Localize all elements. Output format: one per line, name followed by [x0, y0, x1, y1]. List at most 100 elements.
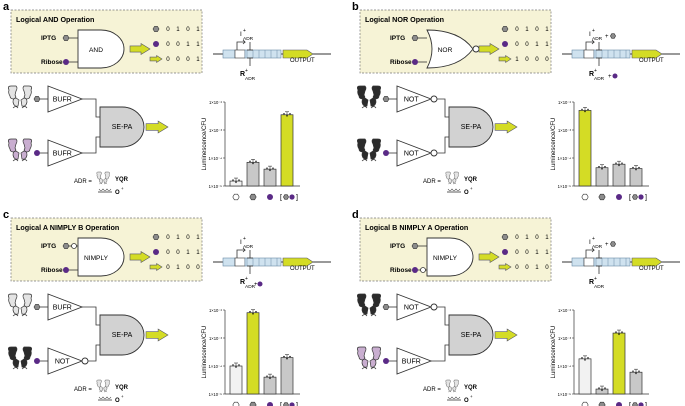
adr-legend-label: ADR = [423, 179, 441, 185]
protein-subunit [99, 386, 103, 392]
buffer-triangle [47, 293, 84, 321]
y-tick-label: 1×10⁻³ [558, 128, 572, 133]
i-sub: ADR [243, 36, 254, 42]
ribose-dot-icon [616, 194, 622, 200]
output-arrow-icon [129, 42, 151, 56]
grey-hex-icon [610, 241, 616, 247]
truth-value: 1 [525, 26, 529, 33]
ribose-dot-icon [63, 267, 69, 273]
truth-value: 0 [186, 26, 190, 33]
y-tick-label: 1×10⁻³ [558, 336, 572, 341]
data-point [269, 377, 271, 379]
bar [229, 365, 243, 395]
data-point [604, 387, 606, 389]
gene-block [593, 49, 631, 59]
sepa-label: SE-PA [461, 124, 482, 131]
y-axis-label: Luminescence/CFU [551, 326, 557, 379]
ribose-dot-icon [289, 194, 295, 200]
truth-value: 0 [525, 249, 529, 256]
operator-wave [98, 188, 112, 191]
truth-value: 0 [525, 41, 529, 48]
truth-value: 0 [525, 264, 529, 271]
panel-letter: d [352, 209, 359, 221]
r-label: R [589, 279, 594, 286]
iptg-hex-icon [598, 193, 606, 201]
data-point [635, 372, 637, 374]
sepa-gate [99, 106, 145, 148]
operator-box [583, 257, 595, 267]
panel-title: Logical B NIMPLY A Operation [365, 223, 468, 232]
data-point [249, 160, 251, 163]
data-point [581, 357, 583, 359]
protein-subunit [96, 379, 102, 388]
bracket: ] [645, 403, 647, 406]
truth-value: 1 [196, 234, 200, 241]
y-tick-label: 1×10⁻⁴ [558, 364, 572, 369]
i-label: I [240, 31, 242, 38]
ribose-dot-icon [63, 59, 69, 65]
adr-legend-label: ADR = [74, 179, 92, 185]
buffer-gate: NOT [396, 85, 438, 113]
r-label: R [240, 279, 245, 286]
bar [263, 376, 277, 395]
repressor-protein-2 [356, 346, 382, 370]
dna-curl [12, 367, 28, 370]
ribose-dot-icon [383, 358, 389, 364]
buffer-triangle [396, 85, 433, 113]
r-sub: ADR [245, 76, 256, 82]
data-point [601, 389, 603, 391]
bracket: ] [296, 403, 298, 406]
truth-value: 1 [196, 56, 200, 63]
operator-wave [98, 396, 112, 399]
truth-ribose-icon [153, 249, 159, 255]
adr-legend-icon [445, 379, 459, 393]
ribose-dot-icon [383, 150, 389, 156]
y-tick-label: 1×10⁻³ [209, 128, 223, 133]
data-point [621, 162, 623, 164]
dna-part [571, 49, 585, 59]
repressor-protein-1 [356, 293, 382, 317]
truth-value: 1 [196, 41, 200, 48]
purple-dot-icon [612, 73, 618, 79]
truth-ribose-icon [153, 41, 159, 47]
wire [437, 98, 449, 118]
none-hex-icon [232, 401, 240, 406]
i-sub: ADR [592, 244, 603, 250]
buffer-triangle [47, 139, 84, 167]
truth-iptg-icon [501, 26, 509, 32]
y-tick-label: 1×10⁻² [558, 100, 572, 105]
y-tick-label: 1×10⁻² [558, 308, 572, 313]
buffer-gate: BUFR [47, 293, 84, 321]
data-point [249, 311, 251, 313]
repressor-protein-2 [7, 346, 33, 370]
bracket: ] [296, 195, 298, 202]
protein-subunit [22, 293, 33, 308]
truth-value: 0 [166, 249, 170, 256]
truth-value: 1 [186, 249, 190, 256]
protein-subunit [20, 150, 28, 160]
i-sup: + [243, 28, 246, 34]
buffer-label: BUFR [53, 97, 72, 104]
sepa-gate [448, 106, 494, 148]
bar [280, 357, 294, 395]
data-point [235, 366, 237, 368]
y-tick-label: 1×10⁻⁵ [558, 184, 572, 189]
ribose-label: Ribose [41, 59, 63, 66]
truth-value: 1 [535, 249, 539, 256]
dna-part [571, 257, 585, 267]
truth-value: 0 [535, 234, 539, 241]
iptg-hex-icon [283, 194, 289, 200]
protein-subunit [103, 386, 108, 392]
buffer-label: NOT [55, 359, 71, 366]
dna-curl [12, 159, 28, 162]
dna-part [222, 257, 236, 267]
y-tick-label: 1×10⁻⁵ [209, 392, 223, 397]
sepa-gate [448, 314, 494, 356]
operator-wave [447, 188, 461, 191]
yqr-label: YQR [464, 177, 478, 183]
dna-curl [12, 106, 28, 109]
truth-value: 1 [545, 26, 549, 33]
